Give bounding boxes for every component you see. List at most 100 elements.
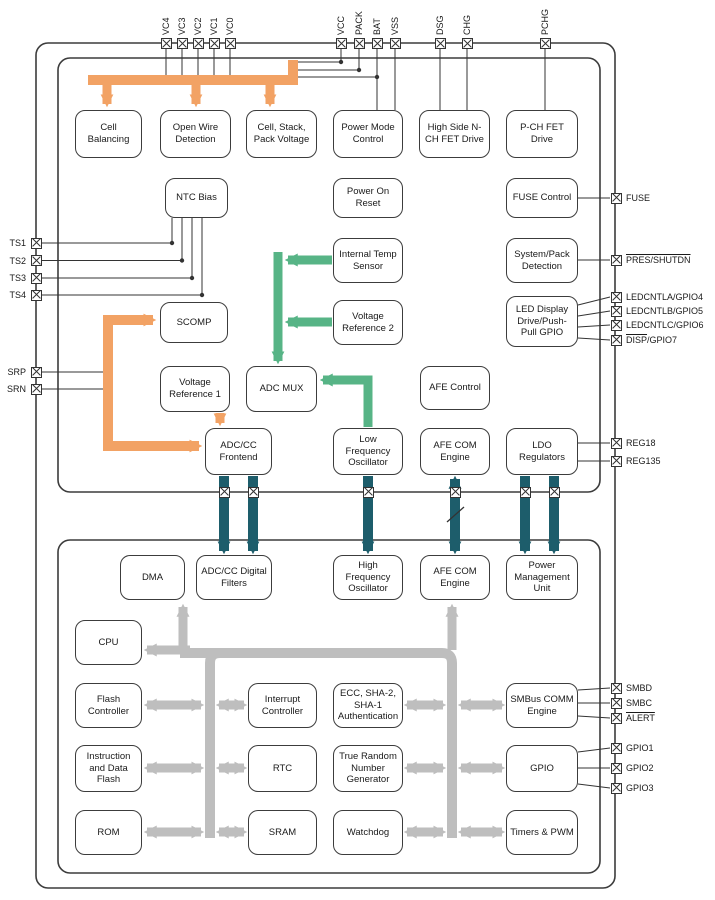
block-gpio: GPIO <box>506 745 578 792</box>
block-lfo: Low Frequency Oscillator <box>333 428 403 475</box>
pin-label-ts4: TS4 <box>9 290 26 300</box>
block-timers-pwm: Timers & PWM <box>506 810 578 855</box>
pin-label-pres-shutdn: PRES/SHUTDN <box>626 255 691 265</box>
pin-label-srp: SRP <box>7 367 26 377</box>
pin-gpio2 <box>610 762 622 774</box>
pin-label-vss: VSS <box>390 16 400 35</box>
block-system-pack: System/Pack Detection <box>506 238 578 283</box>
internal-data-bus <box>143 603 506 839</box>
block-afe-control: AFE Control <box>420 366 490 410</box>
pin-ledcntlb <box>610 305 622 317</box>
block-power-mode: Power Mode Control <box>333 110 403 158</box>
pin-vc0 <box>224 38 236 49</box>
pin-ts4 <box>30 289 42 301</box>
pin-ledcntlc <box>610 319 622 331</box>
pin-ledcntla <box>610 291 622 303</box>
pin-reg135 <box>610 455 622 467</box>
block-ntc-bias: NTC Bias <box>165 178 228 218</box>
pin-label-ts1: TS1 <box>9 238 26 248</box>
block-led-display: LED Display Drive/Push-Pull GPIO <box>506 296 578 347</box>
pin-label-chg: CHG <box>462 15 472 35</box>
pin-smbc <box>610 697 622 709</box>
pin-label-vc3: VC3 <box>177 17 187 35</box>
pin-vss <box>389 38 401 49</box>
block-instr-data-flash: Instruction and Data Flash <box>75 745 142 792</box>
block-rom: ROM <box>75 810 142 855</box>
block-vref1: Voltage Reference 1 <box>160 366 230 412</box>
pin-label-gpio3: GPIO3 <box>626 783 654 793</box>
block-adc-cc-frontend: ADC/CC Frontend <box>205 428 272 475</box>
pin-label-alert: ALERT <box>626 713 655 723</box>
pin-vc3 <box>176 38 188 49</box>
block-adc-mux: ADC MUX <box>246 366 317 412</box>
block-pch-fet-drive: P-CH FET Drive <box>506 110 578 158</box>
pin-label-disp-gpio7: DISP/GPIO7 <box>626 334 677 346</box>
pin-pack <box>353 38 365 49</box>
pin-label-ts3: TS3 <box>9 273 26 283</box>
pin-ts1 <box>30 237 42 249</box>
pin-label-vc0: VC0 <box>225 17 235 35</box>
pin-label-smbc: SMBC <box>626 698 653 708</box>
pin-label-reg18: REG18 <box>626 438 656 448</box>
pin-vc1 <box>208 38 220 49</box>
pin-gpio1 <box>610 742 622 754</box>
pin-bat <box>371 38 383 49</box>
pin-pchg <box>539 38 551 49</box>
analog-input-arrows <box>88 60 298 453</box>
pin-vc4 <box>160 38 172 49</box>
block-internal-temp: Internal Temp Sensor <box>333 238 403 283</box>
block-ecc-auth: ECC, SHA-2, SHA-1 Authentication <box>333 683 403 728</box>
block-open-wire: Open Wire Detection <box>160 110 231 158</box>
pin-gpio3 <box>610 782 622 794</box>
pin-label-pack: PACK <box>354 11 364 35</box>
pin-srn <box>30 383 42 395</box>
bus-width-slash <box>446 506 465 523</box>
block-power-on-reset: Power On Reset <box>333 178 403 218</box>
block-vref2: Voltage Reference 2 <box>333 300 403 345</box>
pin-label-ts2: TS2 <box>9 255 26 266</box>
pin-reg18 <box>610 437 622 449</box>
pin-label-vc1: VC1 <box>209 17 219 35</box>
block-trng: True Random Number Generator <box>333 745 403 792</box>
pin-srp <box>30 366 42 378</box>
pin-internal-reg1 <box>519 486 531 498</box>
pin-label-srn: SRN <box>6 384 26 394</box>
block-fuse-control: FUSE Control <box>506 178 578 218</box>
pin-label-pchg: PCHG <box>540 8 550 35</box>
block-cell-balancing: Cell Balancing <box>75 110 142 158</box>
block-cell-stack-pack: Cell, Stack, Pack Voltage <box>246 110 317 158</box>
pin-label-bat: BAT <box>372 18 382 35</box>
pin-vcc <box>335 38 347 49</box>
pin-ts2 <box>30 255 42 266</box>
pin-internal-reg2 <box>548 486 560 498</box>
block-dma: DMA <box>120 555 185 600</box>
pin-label-ledcntlb: LEDCNTLB/GPIO5 <box>626 306 704 316</box>
pin-connection-lines <box>42 49 611 789</box>
pin-internal-osc <box>362 486 374 498</box>
pin-internal-adc1 <box>218 486 230 498</box>
adc-routing-arrows <box>271 252 373 427</box>
pin-label-dsg: DSG <box>435 15 445 35</box>
pin-fuse <box>610 192 622 204</box>
pin-label-gpio2: GPIO2 <box>626 763 654 773</box>
block-ldo-regulators: LDO Regulators <box>506 428 578 475</box>
pin-label-vc2: VC2 <box>193 17 203 35</box>
pin-label-smbd: SMBD <box>626 683 653 693</box>
block-pmu: Power Management Unit <box>506 555 578 600</box>
pin-label-vc4: VC4 <box>161 17 171 35</box>
pin-label-disp-rest: /GPIO7 <box>647 335 678 345</box>
pin-ts3 <box>30 272 42 284</box>
pin-label-gpio1: GPIO1 <box>626 743 654 753</box>
pin-label-reg135: REG135 <box>626 456 661 466</box>
block-scomp: SCOMP <box>160 302 228 343</box>
block-adc-cc-filters: ADC/CC Digital Filters <box>196 555 272 600</box>
pin-dsg <box>434 38 446 49</box>
pin-label-fuse: FUSE <box>626 193 651 203</box>
pin-smbd <box>610 682 622 694</box>
block-afe-com-engine-dig: AFE COM Engine <box>420 555 490 600</box>
pin-label-ledcntla: LEDCNTLA/GPIO4 <box>626 292 704 302</box>
block-flash-controller: Flash Controller <box>75 683 142 728</box>
pin-pres <box>610 254 622 266</box>
pin-label-disp-bar: DISP <box>626 335 648 345</box>
